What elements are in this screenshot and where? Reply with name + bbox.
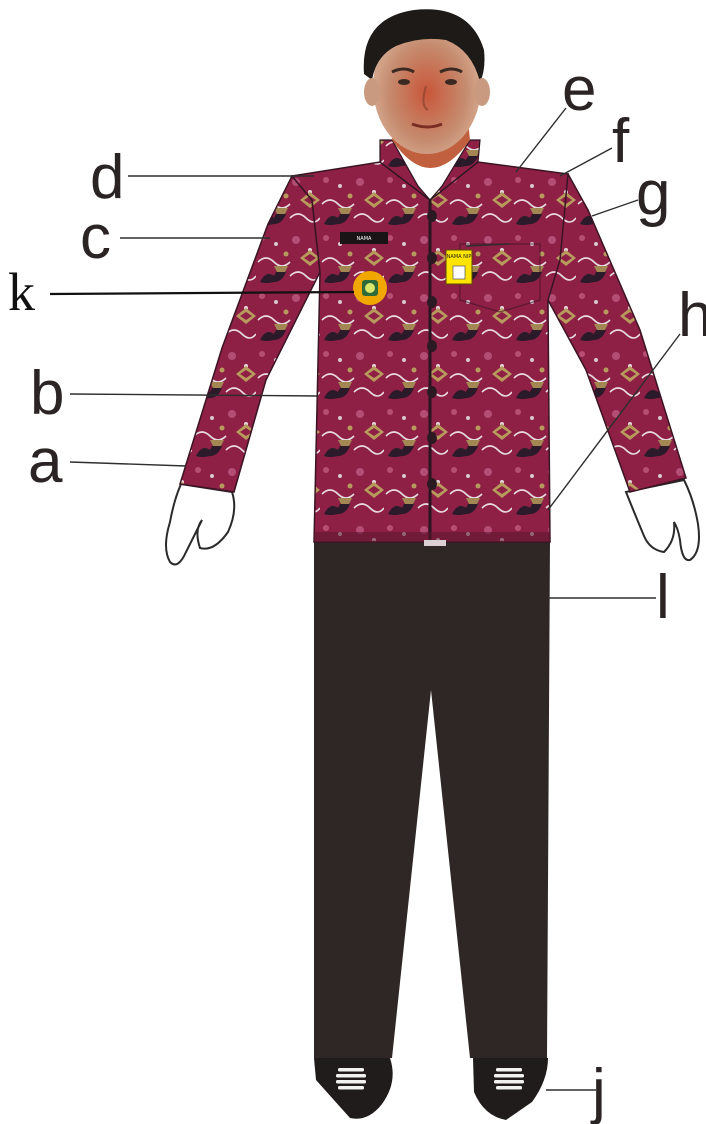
label-b: b [30, 359, 64, 428]
label-g: g [636, 159, 670, 228]
leader-e [516, 108, 566, 172]
leader-a [70, 462, 186, 466]
label-h: h [678, 281, 706, 350]
left-sleeve [180, 176, 320, 492]
head [364, 9, 490, 154]
label-j: j [590, 1057, 606, 1124]
right-shoe [473, 1058, 548, 1120]
name-plate: NAMA [340, 232, 388, 244]
label-c: c [80, 203, 111, 272]
trousers [314, 540, 550, 1058]
label-k: k [8, 262, 35, 322]
right-hand [626, 480, 699, 560]
left-hand [166, 484, 234, 564]
korpri-pin [353, 271, 387, 305]
label-f: f [612, 107, 630, 176]
label-l: l [656, 563, 670, 632]
leader-g [592, 200, 638, 216]
id-card: NAMA NIP [446, 250, 472, 284]
left-shoe [314, 1058, 393, 1119]
label-e: e [562, 55, 596, 124]
svg-text:NAMA: NAMA [357, 236, 372, 242]
label-a: a [28, 427, 63, 496]
svg-text:NAMA NIP: NAMA NIP [447, 254, 472, 260]
leader-f [560, 148, 612, 176]
label-d: d [90, 143, 124, 212]
leader-b [70, 394, 318, 396]
